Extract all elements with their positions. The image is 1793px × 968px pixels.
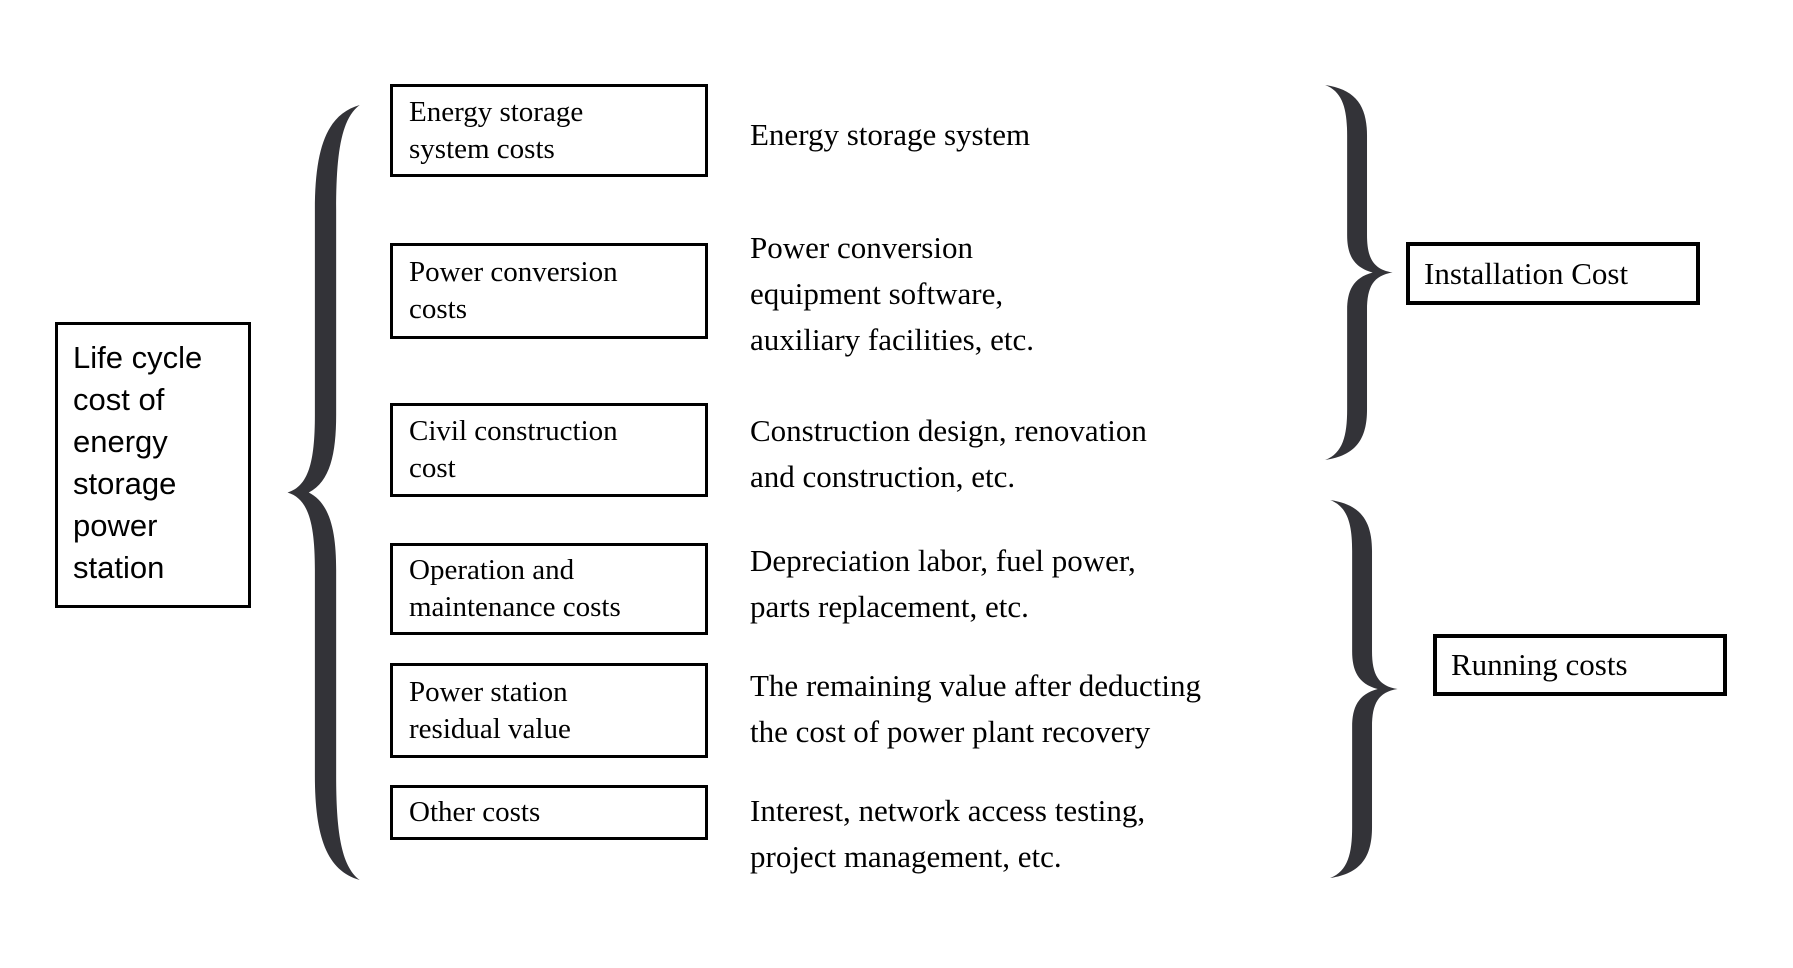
energy-storage-system-costs-description: Energy storage system	[750, 117, 1031, 152]
installation-cost-box: Installation Cost	[1406, 242, 1700, 305]
root-grouping-brace-icon	[286, 105, 362, 880]
operation-maintenance-costs-description: Depreciation labor, fuel power,parts rep…	[750, 543, 1136, 624]
running-costs-box: Running costs	[1433, 634, 1727, 696]
other-costs-description: Interest, network access testing,project…	[750, 793, 1146, 874]
installation-cost-label: Installation Cost	[1424, 255, 1629, 291]
other-costs-box: Other costs	[390, 785, 708, 840]
installation-group-brace-icon	[1323, 85, 1394, 460]
running-costs-label: Running costs	[1451, 647, 1628, 682]
running-group-brace-icon	[1328, 500, 1399, 878]
other-costs-label: Other costs	[409, 796, 541, 828]
